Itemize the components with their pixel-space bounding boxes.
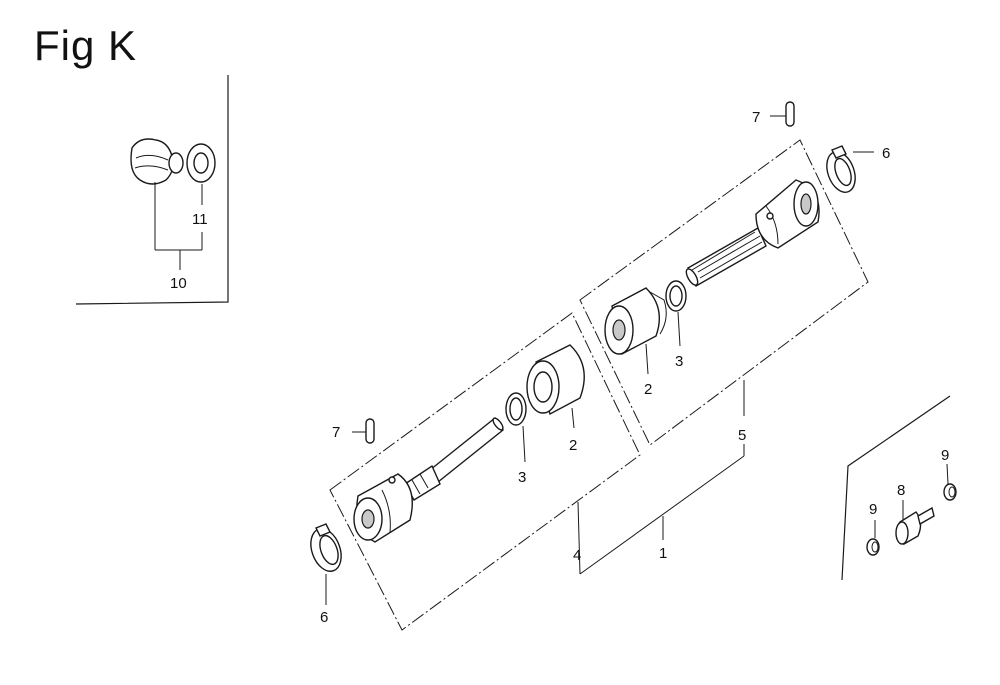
callout-7-upper: 7 <box>752 109 760 126</box>
part-2-cylinder-upper <box>604 287 667 356</box>
leader-lines <box>325 115 949 605</box>
assembly-frame-4 <box>329 312 641 631</box>
figure-title: Fig K <box>34 22 138 69</box>
callout-11: 11 <box>192 211 208 228</box>
part-10-grip <box>130 138 184 185</box>
callout-1: 1 <box>659 545 667 562</box>
callout-5: 5 <box>738 427 746 444</box>
inset-top-left: 11 10 <box>75 75 229 305</box>
part-5-shaft <box>685 179 820 287</box>
part-7-pin-lower <box>365 418 375 444</box>
part-2-cylinder-lower <box>526 344 585 416</box>
assembly-box-5 <box>579 139 869 446</box>
callout-6-upper: 6 <box>882 145 890 162</box>
part-3-ring-upper <box>665 280 687 312</box>
callout-4: 4 <box>573 547 581 564</box>
part-3-ring-lower <box>505 392 527 426</box>
assembly-frame-5 <box>579 139 869 446</box>
callout-3-upper: 3 <box>675 353 683 370</box>
callout-8: 8 <box>897 482 905 499</box>
inset-frame-br <box>841 395 951 581</box>
part-4-shaft <box>353 416 504 543</box>
part-11-ring <box>186 143 216 183</box>
part-7-pin-upper <box>785 101 795 127</box>
callout-6-lower: 6 <box>320 609 328 626</box>
callout-2-lower: 2 <box>569 437 577 454</box>
inset-bottom-right <box>841 395 957 581</box>
part-8-fitting <box>895 506 935 546</box>
callout-7-lower: 7 <box>332 424 340 441</box>
part-6-clamp-upper <box>826 145 856 193</box>
inset-frame <box>75 75 229 305</box>
callout-9-right: 9 <box>941 447 949 464</box>
callout-10: 10 <box>170 275 187 292</box>
part-9-clip-right <box>943 483 957 501</box>
assembly-box-4 <box>329 312 641 631</box>
callout-3-lower: 3 <box>518 469 526 486</box>
callout-2-upper: 2 <box>644 381 652 398</box>
callout-9-left: 9 <box>869 501 877 518</box>
part-6-clamp-lower <box>310 523 342 572</box>
part-9-clip-left <box>866 538 880 556</box>
